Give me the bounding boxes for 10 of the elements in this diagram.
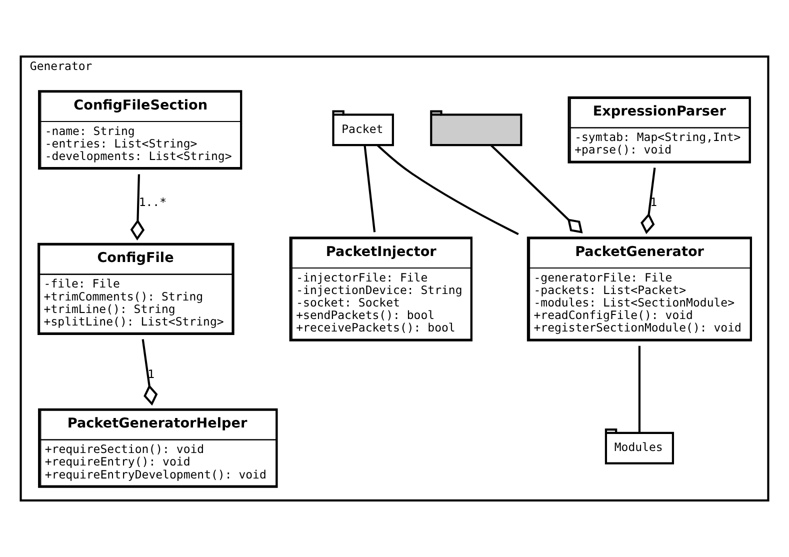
- connector: [130, 174, 145, 241]
- connector: [638, 346, 641, 433]
- connector: [364, 144, 376, 232]
- edge-label: 1: [650, 195, 658, 210]
- connector: [640, 168, 656, 234]
- connector: [490, 144, 583, 234]
- connector: [142, 339, 158, 406]
- edge-label: 1: [148, 366, 155, 381]
- edge-label: 1..*: [138, 195, 167, 210]
- connector: [376, 144, 519, 236]
